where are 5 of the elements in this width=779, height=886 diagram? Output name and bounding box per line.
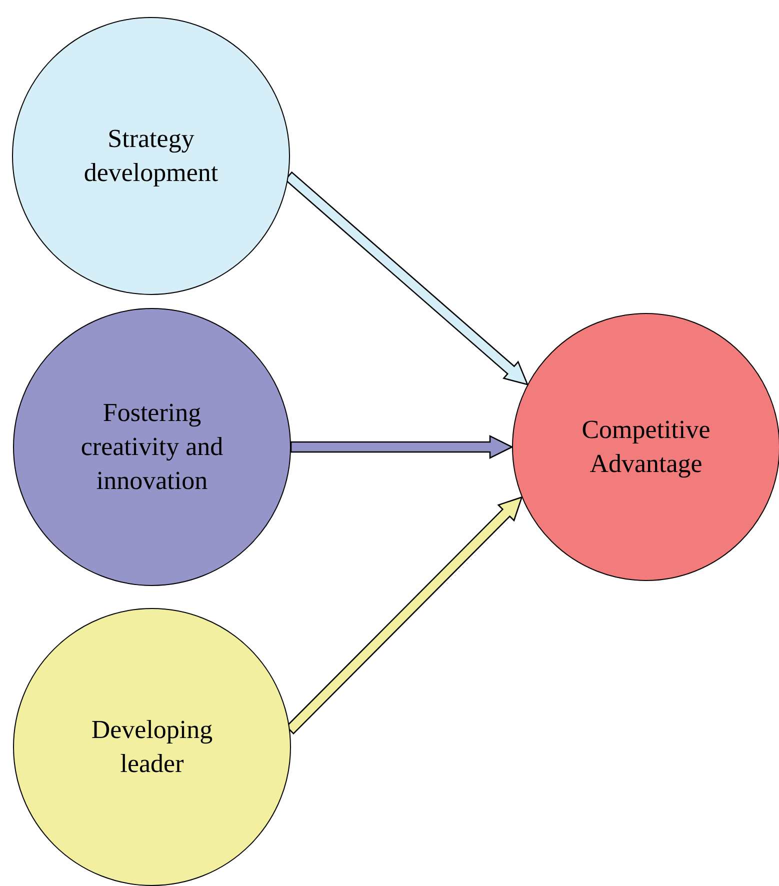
node-label: Fostering creativity and innovation xyxy=(80,397,224,497)
block-arrow xyxy=(290,434,514,460)
node-label: Competitive Advantage xyxy=(580,414,712,480)
node-label: Strategy development xyxy=(82,123,220,189)
node-label: Developing leader xyxy=(90,714,214,780)
